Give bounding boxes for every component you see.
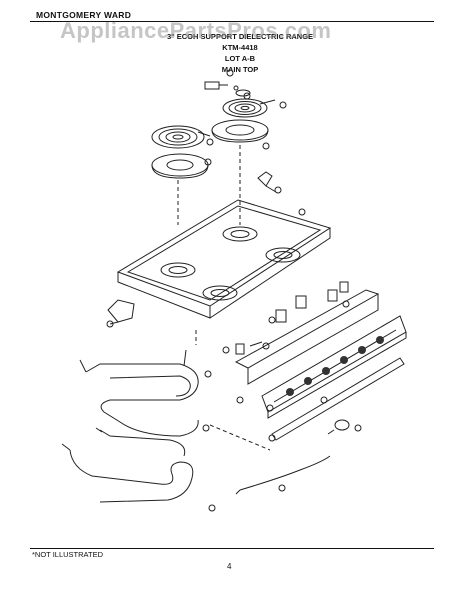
switch-components — [236, 282, 349, 434]
terminal-block — [258, 172, 276, 192]
header-rule — [30, 21, 434, 22]
hinge-bracket — [108, 300, 134, 324]
section-label: MAIN TOP — [221, 65, 259, 74]
callout-markers — [107, 70, 361, 511]
wire-harness — [236, 456, 330, 494]
brand-name: MONTGOMERY WARD — [36, 10, 132, 20]
bake-element — [80, 350, 198, 436]
assembly-guide-lines — [178, 145, 270, 450]
receptacle-small — [205, 82, 250, 96]
model-number: KTM-4418 — [222, 43, 258, 52]
drip-bowl-upper-left — [152, 154, 208, 178]
surface-element-upper-left — [152, 126, 210, 148]
diagram-title: 3" ECOH SUPPORT DIELECTRIC RANGE — [166, 32, 314, 41]
lot-label: LOT A-B — [224, 54, 256, 63]
surface-element-upper-right — [223, 99, 275, 117]
diagram-title-block: 3" ECOH SUPPORT DIELECTRIC RANGE KTM-441… — [120, 31, 360, 75]
main-cooktop — [118, 200, 330, 318]
drip-bowl-upper-right — [212, 120, 268, 142]
footer-rule — [30, 548, 434, 549]
control-panel — [236, 290, 406, 440]
page-number: 4 — [227, 562, 232, 571]
broil-element — [62, 428, 193, 502]
watermark: AppliancePartsPros.com — [60, 18, 332, 43]
footnote: *NOT ILLUSTRATED — [32, 550, 103, 559]
